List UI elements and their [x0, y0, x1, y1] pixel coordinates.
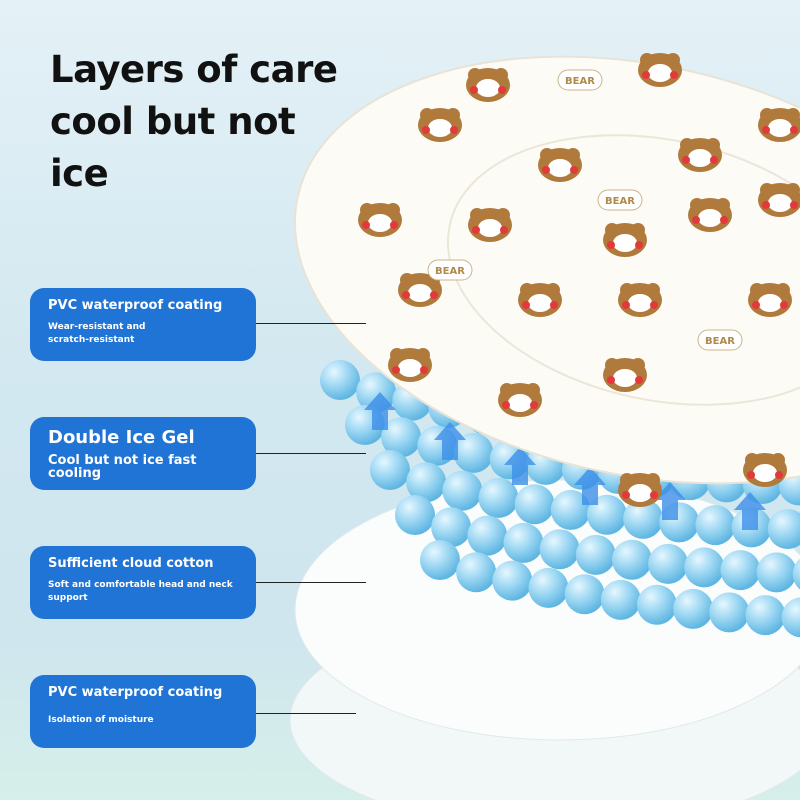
bear-face-icon — [498, 383, 542, 417]
feature-subtitle: Isolation of moisture — [48, 715, 154, 725]
bear-cloud-label: BEAR — [557, 69, 603, 91]
arrow-up-icon — [504, 447, 536, 485]
feature-title: Sufficient cloud cotton — [48, 556, 214, 571]
bear-face-icon — [538, 148, 582, 182]
gel-bead — [370, 450, 410, 490]
bear-face-icon — [466, 68, 510, 102]
feature-title: PVC waterproof coating — [48, 685, 223, 700]
gel-bead — [453, 432, 494, 473]
bear-face-icon — [618, 473, 662, 507]
gel-bead — [406, 462, 447, 503]
feature-subtitle: Soft and comfortable head and neck suppo… — [48, 580, 233, 603]
bear-face-icon — [358, 203, 402, 237]
gel-bead — [611, 539, 652, 580]
bear-cloud-label: BEAR — [427, 259, 473, 281]
gel-bead — [550, 489, 591, 530]
gel-bead — [478, 477, 519, 518]
arrow-up-icon — [734, 492, 766, 530]
feature-title: Double Ice Gel — [48, 427, 195, 448]
gel-bead — [528, 567, 569, 608]
feature-subtitle: Wear-resistant and scratch-resistant — [48, 322, 146, 345]
gel-bead — [492, 560, 533, 601]
gel-bead — [381, 417, 422, 458]
pointer-line — [256, 713, 356, 714]
gel-bead — [745, 595, 786, 636]
svg-text:BEAR: BEAR — [705, 336, 735, 347]
arrow-up-icon — [364, 392, 396, 430]
gel-bead — [600, 579, 641, 620]
bear-face-icon — [638, 53, 682, 87]
gel-bead — [720, 550, 761, 591]
bear-face-icon — [758, 108, 800, 142]
cooling-arrows — [364, 392, 766, 530]
bear-face-icon — [603, 358, 647, 392]
gel-bead — [575, 534, 616, 575]
feature-card-pvc-top: PVC waterproof coating Wear-resistant an… — [30, 288, 256, 361]
gel-bead — [756, 552, 797, 593]
bear-face-icon — [398, 273, 442, 307]
feature-subtitle: Cool but not ice fast cooling — [48, 453, 197, 481]
bear-face-icon — [758, 183, 800, 217]
gel-bead — [467, 515, 508, 556]
bear-cloud-label: BEAR — [697, 329, 743, 351]
arrow-up-icon — [434, 422, 466, 460]
gel-bead — [442, 470, 483, 511]
top-pvc-layer — [294, 55, 800, 485]
svg-text:BEAR: BEAR — [605, 196, 635, 207]
gel-bead — [781, 597, 800, 638]
gel-bead — [636, 584, 677, 625]
gel-bead — [673, 588, 714, 629]
feature-card-pvc-bottom: PVC waterproof coating Isolation of mois… — [30, 675, 256, 748]
gel-bead — [320, 360, 360, 400]
gel-bead — [709, 592, 750, 633]
gel-bead — [684, 547, 725, 588]
pointer-line — [256, 453, 366, 454]
feature-card-ice-gel: Double Ice Gel Cool but not ice fast coo… — [30, 417, 256, 490]
bear-face-icon — [618, 283, 662, 317]
pointer-line — [256, 582, 366, 583]
bear-face-icon — [468, 208, 512, 242]
arrow-up-icon — [654, 482, 686, 520]
gel-bead — [648, 543, 689, 584]
bear-face-icon — [518, 283, 562, 317]
svg-text:BEAR: BEAR — [435, 266, 465, 277]
gel-bead — [514, 484, 555, 525]
gel-bead — [792, 558, 800, 590]
gel-bead — [539, 529, 580, 570]
pointer-line — [256, 323, 366, 324]
gel-bead — [395, 495, 435, 535]
bear-face-icon — [748, 283, 792, 317]
gel-bead — [695, 505, 736, 546]
svg-text:BEAR: BEAR — [565, 76, 595, 87]
gel-bead — [503, 522, 544, 563]
bear-face-icon — [418, 108, 462, 142]
bear-pattern: BEAR BEAR BEAR BEAR — [358, 53, 800, 507]
bear-cloud-label: BEAR — [597, 189, 643, 211]
gel-bead — [431, 507, 472, 548]
gel-bead — [767, 509, 800, 550]
gel-bead — [456, 552, 497, 593]
gel-bead — [420, 540, 460, 580]
arrow-up-icon — [574, 467, 606, 505]
bear-face-icon — [743, 453, 787, 487]
gel-bead — [564, 574, 605, 615]
bear-face-icon — [688, 198, 732, 232]
headline: Layers of care cool but not ice — [50, 48, 338, 195]
bear-face-icon — [603, 223, 647, 257]
feature-title: PVC waterproof coating — [48, 298, 223, 313]
feature-card-cotton: Sufficient cloud cotton Soft and comfort… — [30, 546, 256, 619]
gel-bead — [623, 498, 664, 539]
bear-face-icon — [388, 348, 432, 382]
bear-face-icon — [678, 138, 722, 172]
